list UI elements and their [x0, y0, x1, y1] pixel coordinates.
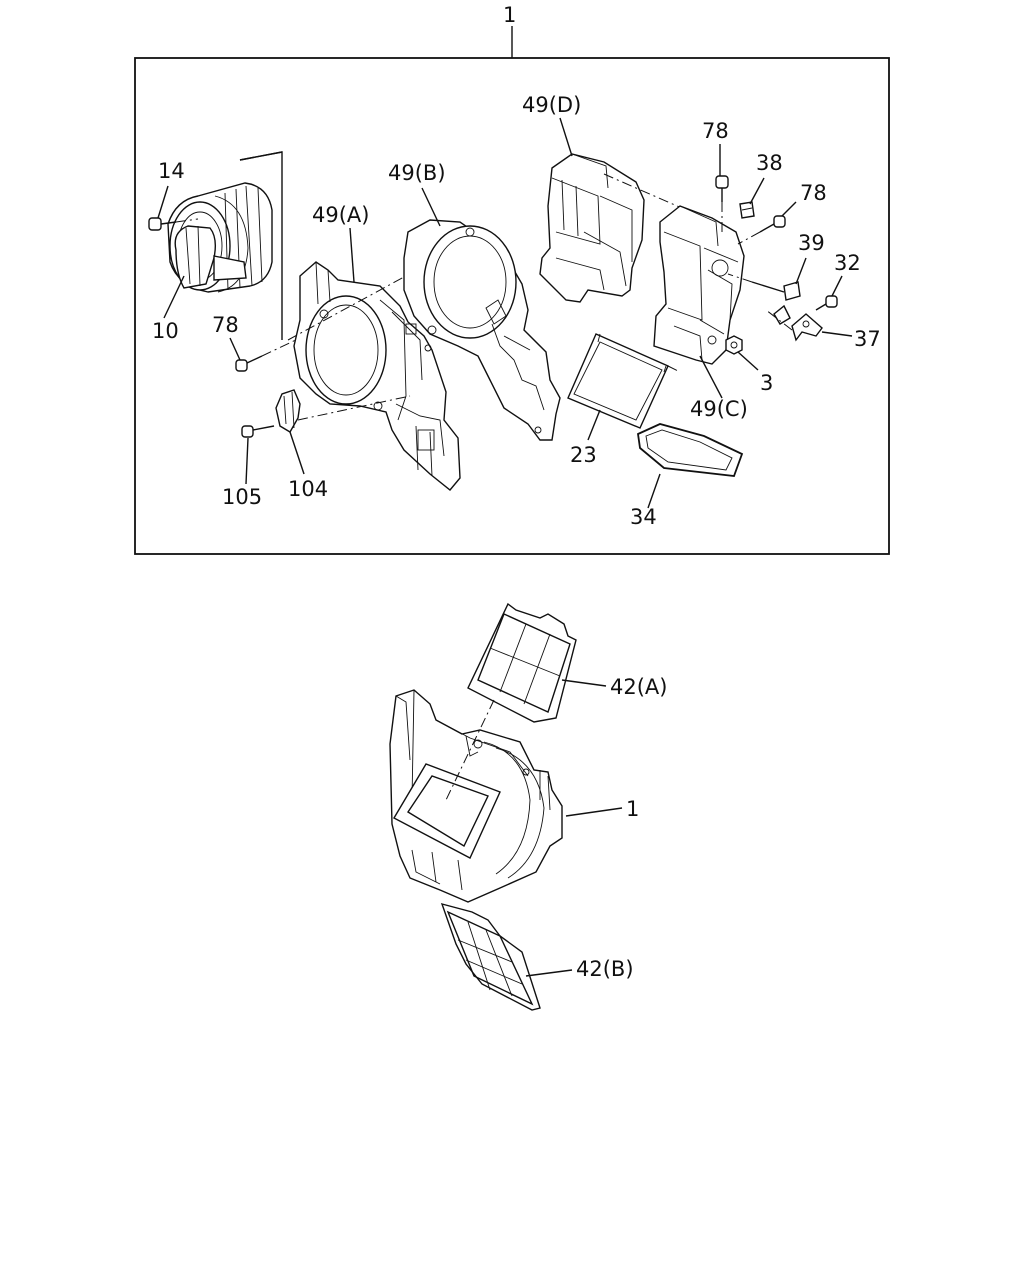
seal-34 — [637, 423, 744, 477]
leader-49d — [559, 117, 573, 157]
callout-49b: 49(B) — [388, 161, 446, 185]
callout-49c: 49(C) — [690, 397, 748, 421]
callout-1-bottom: 1 — [626, 797, 639, 821]
assembled-unit — [389, 689, 563, 903]
callout-49a: 49(A) — [312, 203, 369, 227]
leader-105 — [245, 437, 249, 485]
leader-42b — [525, 969, 573, 977]
clip-38 — [739, 201, 755, 219]
case-49d — [539, 153, 645, 303]
axis-line-filter — [667, 365, 681, 373]
filter-42a — [467, 602, 577, 723]
screw-78-right — [737, 215, 786, 245]
filter-23 — [567, 333, 669, 429]
callout-78-top: 78 — [702, 119, 729, 143]
leader-49c — [699, 355, 723, 399]
filter-42b — [440, 902, 541, 1011]
case-49b — [403, 219, 561, 441]
case-49c — [653, 205, 745, 365]
resistor-104 — [275, 389, 411, 433]
axis-line-42a — [445, 699, 495, 801]
leader-37 — [821, 331, 853, 337]
callout-10: 10 — [152, 319, 179, 343]
leader-49a — [349, 227, 355, 283]
nut-3 — [725, 335, 743, 355]
leader-49b — [421, 187, 441, 227]
callout-42a: 42(A) — [610, 675, 667, 699]
callout-23: 23 — [570, 443, 597, 467]
callout-78-right: 78 — [800, 181, 827, 205]
blower-motor-10 — [167, 151, 283, 340]
leader-38 — [749, 177, 765, 205]
screw-105 — [241, 425, 275, 438]
callout-78-left: 78 — [212, 313, 239, 337]
leader-104 — [289, 431, 305, 475]
leader-39 — [795, 257, 807, 285]
callout-14: 14 — [158, 159, 185, 183]
leader-3 — [737, 351, 759, 371]
leader-23 — [587, 409, 601, 441]
leader-78-left — [229, 337, 241, 361]
callout-32: 32 — [834, 251, 861, 275]
callout-37: 37 — [854, 327, 881, 351]
case-49a — [293, 261, 461, 491]
screw-78-left — [235, 337, 301, 372]
leader-42a — [561, 679, 607, 687]
callout-38: 38 — [756, 151, 783, 175]
leader-78-right — [781, 201, 797, 217]
callout-34: 34 — [630, 505, 657, 529]
screw-14 — [148, 217, 199, 231]
callout-39: 39 — [798, 231, 825, 255]
leader-10 — [163, 275, 185, 319]
lever-39 — [727, 273, 801, 325]
leader-32 — [831, 275, 843, 297]
callout-42b: 42(B) — [576, 957, 634, 981]
callout-49d: 49(D) — [522, 93, 581, 117]
screw-78-top — [715, 175, 729, 232]
callout-1-top: 1 — [503, 3, 516, 27]
leader-34 — [647, 473, 661, 509]
callout-3: 3 — [760, 371, 773, 395]
callout-104: 104 — [288, 477, 328, 501]
screw-32 — [815, 295, 838, 311]
leader-14 — [157, 185, 169, 219]
link-37 — [765, 309, 823, 342]
leader-1-bottom — [565, 807, 623, 817]
callout-105: 105 — [222, 485, 262, 509]
